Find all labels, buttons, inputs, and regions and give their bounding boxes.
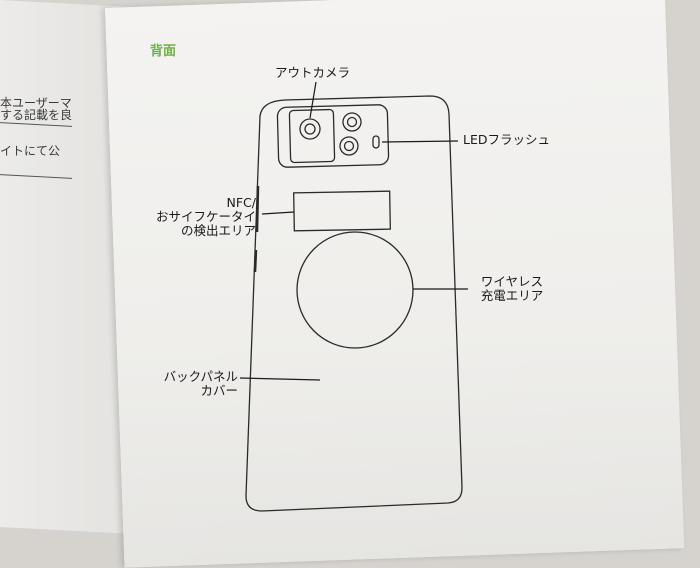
label-wireless-line-1: ワイヤレス xyxy=(480,274,544,289)
leader-led-flash xyxy=(381,140,459,143)
camera-lens-3 xyxy=(339,136,359,156)
section-title: 背面 xyxy=(150,44,177,59)
camera-lens-1 xyxy=(299,118,321,140)
camera-lens-2 xyxy=(342,112,362,132)
leader-nfc xyxy=(261,211,295,215)
side-button-upper xyxy=(255,185,260,233)
camera-inner-panel xyxy=(288,108,336,164)
label-back-cover-line-2: カバー xyxy=(200,383,238,398)
label-nfc-line-2: おサイフケータイ xyxy=(155,209,256,224)
phone-outline xyxy=(245,95,463,512)
side-button-lower xyxy=(253,249,258,273)
camera-module xyxy=(276,104,390,168)
left-page-line-2: する記載を良 xyxy=(0,108,73,122)
label-nfc: NFC/ おサイフケータイ の検出エリア xyxy=(140,196,256,238)
label-back-cover-line-1: バックパネル xyxy=(163,369,238,384)
label-nfc-line-1: NFC/ xyxy=(226,195,256,210)
left-page-line-1: 本ユーザーマ xyxy=(0,96,72,110)
label-wireless: ワイヤレス 充電エリア xyxy=(472,275,552,303)
label-led-flash: LEDフラッシュ xyxy=(463,132,550,147)
leader-out-camera xyxy=(309,81,317,119)
wireless-charging-area xyxy=(296,231,414,349)
nfc-area xyxy=(293,190,391,232)
left-page-line-3: イトにて公 xyxy=(0,144,61,158)
led-flash xyxy=(372,135,380,149)
label-nfc-line-3: の検出エリア xyxy=(180,223,256,238)
photo-scene: 本ユーザーマ する記載を良 イトにて公 背面 xyxy=(0,0,685,568)
label-back-cover: バックパネル カバー xyxy=(140,370,238,398)
phone-back-diagram xyxy=(239,81,468,512)
label-out-camera: アウトカメラ xyxy=(275,65,351,80)
label-wireless-line-2: 充電エリア xyxy=(480,288,544,303)
leader-back-cover xyxy=(239,377,321,381)
